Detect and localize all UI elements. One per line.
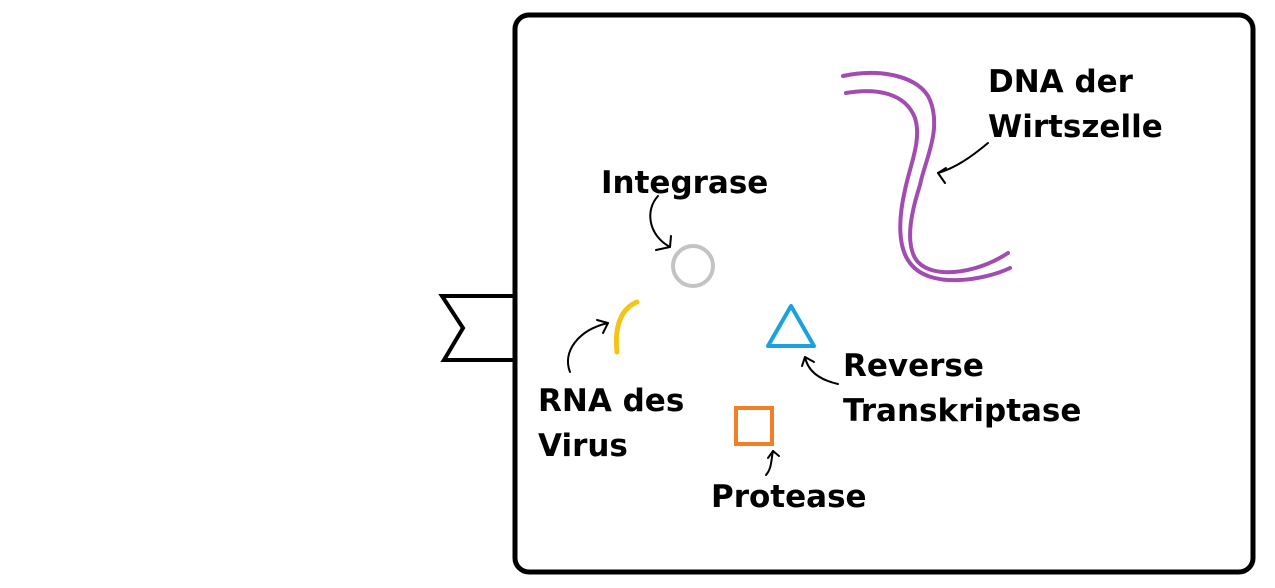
reverse-transcriptase-label-line1: Reverse xyxy=(843,348,984,384)
dna-arrow xyxy=(937,142,989,184)
integrase-arrow xyxy=(649,195,672,251)
rna-label-line1: RNA des xyxy=(538,383,684,419)
dna-label-line2: Wirtszelle xyxy=(988,109,1163,145)
protease-label: Protease xyxy=(711,479,867,515)
flag-attachment xyxy=(438,294,515,362)
integrase-label: Integrase xyxy=(601,165,768,201)
cell-box xyxy=(512,12,1256,575)
protease-square xyxy=(734,406,774,446)
rna-arrow xyxy=(567,319,609,373)
integrase-circle xyxy=(671,244,715,288)
dna-strand xyxy=(841,71,1012,283)
reverse-transcriptase-arrow xyxy=(801,356,839,385)
rna-arc xyxy=(613,299,640,355)
protease-arrow xyxy=(765,450,780,476)
dna-label-line1: DNA der xyxy=(988,64,1134,100)
reverse-transcriptase-triangle xyxy=(766,304,816,348)
reverse-transcriptase-label-line2: Transkriptase xyxy=(843,393,1081,429)
rna-label-line2: Virus xyxy=(538,428,628,464)
